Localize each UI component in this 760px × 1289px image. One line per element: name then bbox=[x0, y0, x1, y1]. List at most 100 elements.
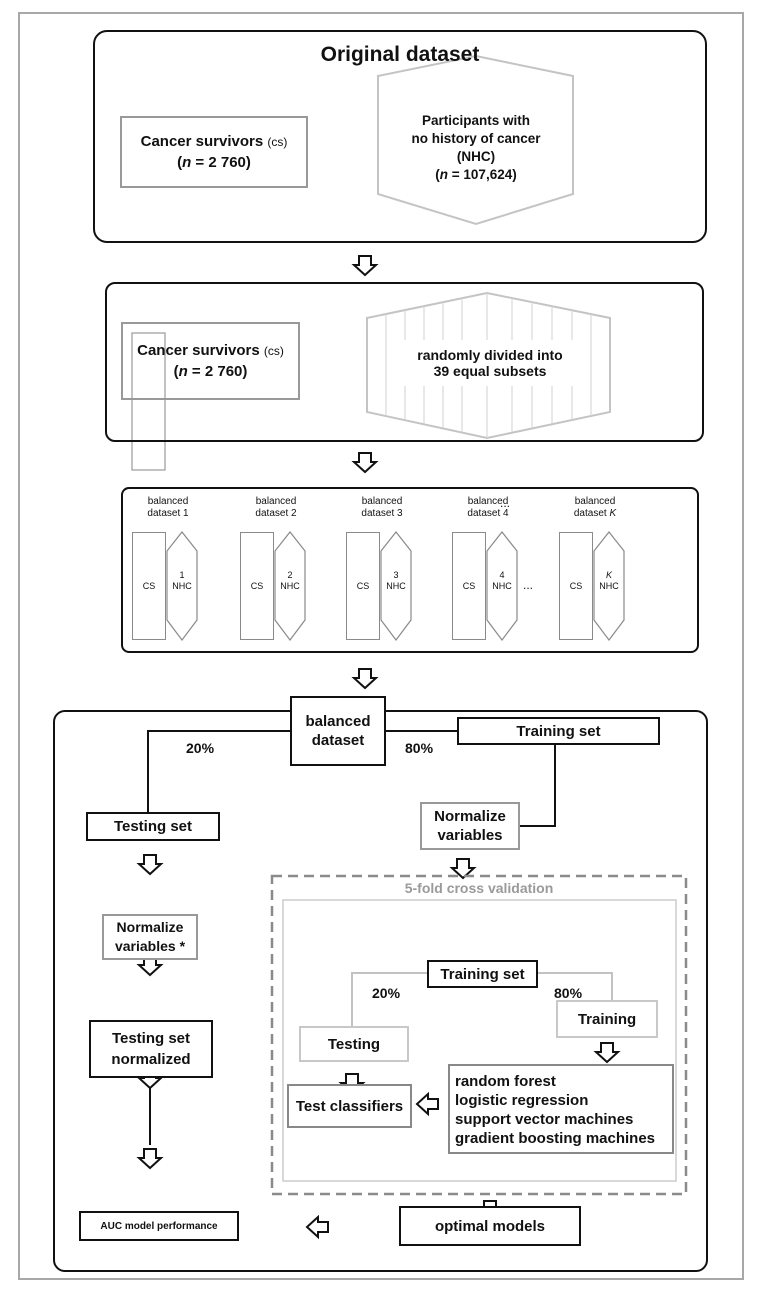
balanced-dataset-line1: balanced bbox=[305, 713, 371, 730]
cs-n-value-2: = 2 760) bbox=[187, 363, 248, 380]
nhc-hexagon-small bbox=[380, 531, 412, 641]
balanced-dataset-box: balanced dataset bbox=[290, 696, 386, 766]
balanced-dataset-line2: dataset bbox=[311, 732, 365, 749]
balanced-datasets-panel bbox=[121, 487, 699, 653]
nhc-hexagon-small bbox=[166, 531, 198, 641]
cs-label-text-2: Cancer survivors bbox=[137, 342, 260, 359]
arrow-down-1 bbox=[353, 255, 377, 276]
nhc-small-index: 3 bbox=[393, 570, 399, 580]
cv-training-set-box: Training set bbox=[427, 960, 538, 988]
nhc-n-prefix: ( bbox=[435, 167, 440, 182]
balanced-dataset-label-line1: balanced bbox=[467, 496, 509, 507]
nhc-small-text: NHC bbox=[280, 581, 300, 591]
nhc-small-text: NHC bbox=[172, 581, 192, 591]
cv-training-box: Training bbox=[556, 1000, 658, 1038]
nhc-hexagon-small bbox=[486, 531, 518, 641]
balanced-dataset-label-line1: balanced bbox=[255, 496, 297, 507]
nhc-small-text: NHC bbox=[599, 581, 619, 591]
testing-normalized-line1: Testing set bbox=[111, 1030, 191, 1047]
cs-rect: CS bbox=[132, 532, 166, 640]
cs-n-var-2: n bbox=[178, 363, 188, 380]
nhc-line2: no history of cancer bbox=[411, 131, 541, 146]
normalize-star-line1: Normalize bbox=[116, 919, 184, 935]
classifiers-box: random forest logistic regression suppor… bbox=[448, 1064, 674, 1154]
split-panel bbox=[105, 282, 704, 442]
balanced-dataset-1-shapes bbox=[131, 332, 166, 471]
cancer-survivors-label-2: Cancer survivors (cs) bbox=[137, 342, 284, 359]
cs-rect: CS bbox=[346, 532, 380, 640]
cancer-survivors-n: (n = 2 760) bbox=[177, 154, 251, 171]
nhc-n-var: n bbox=[439, 167, 449, 182]
arrow-down-3 bbox=[353, 668, 377, 689]
balanced-dataset-label-text: dataset 2 bbox=[255, 508, 297, 519]
cs-n-value: = 2 760) bbox=[191, 154, 251, 171]
cancer-survivors-n-2: (n = 2 760) bbox=[174, 363, 248, 380]
auc-box: AUC model performance bbox=[79, 1211, 239, 1241]
nhc-small-index: 4 bbox=[499, 570, 505, 580]
nhc-hexagon-small bbox=[274, 531, 306, 641]
cv-title: 5-fold cross validation bbox=[404, 880, 554, 896]
balanced-dataset-label-text: dataset bbox=[573, 508, 607, 519]
training-set-box: Training set bbox=[457, 717, 660, 745]
nhc-small-index: 1 bbox=[179, 570, 185, 580]
nhc-hexagon-small bbox=[593, 531, 625, 641]
classifier-svm: support vector machines bbox=[455, 1111, 634, 1128]
nhc-label: Participants with no history of cancer (… bbox=[390, 100, 562, 196]
split-20-label: 20% bbox=[186, 740, 215, 756]
nhc-small-index: 2 bbox=[287, 570, 293, 580]
balanced-dataset-label-line2: dataset 1 bbox=[147, 508, 188, 520]
classifier-logistic-regression: logistic regression bbox=[455, 1092, 589, 1109]
testing-normalized-line2: normalized bbox=[111, 1051, 191, 1068]
cs-n-prefix-2: ( bbox=[173, 363, 179, 380]
cs-rect: CS bbox=[240, 532, 274, 640]
nhc-small-index: K bbox=[605, 570, 612, 580]
ellipsis: ... bbox=[523, 578, 534, 592]
arrow-down-2 bbox=[353, 452, 377, 473]
balanced-dataset-label-text: dataset 1 bbox=[147, 508, 189, 519]
subsets-line1: randomly divided into bbox=[417, 347, 563, 363]
original-dataset-title: Original dataset bbox=[320, 43, 480, 66]
cs-abbr: (cs) bbox=[267, 135, 288, 149]
balanced-dataset-label-line2: dataset 2 bbox=[255, 508, 296, 520]
classifier-gbm: gradient boosting machines bbox=[455, 1130, 656, 1147]
cancer-survivors-box: Cancer survivors (cs) (n = 2 760) bbox=[120, 116, 308, 188]
balanced-dataset-label-line2: dataset 4 bbox=[467, 508, 508, 520]
nhc-small-text: NHC bbox=[492, 581, 512, 591]
balanced-dataset-label-var: K bbox=[609, 508, 617, 519]
balanced-dataset-label-line1: balanced bbox=[361, 496, 403, 507]
figure-frame bbox=[18, 12, 744, 1280]
balanced-dataset-label-line2: dataset K bbox=[574, 508, 616, 520]
normalize-line2: variables bbox=[437, 827, 503, 844]
subsets-label: randomly divided into 39 equal subsets bbox=[395, 340, 585, 386]
balanced-dataset-label-text: dataset 4 bbox=[467, 508, 509, 519]
normalize-variables-box: Normalize variables bbox=[420, 802, 520, 850]
balanced-dataset-label-line1: balanced bbox=[574, 496, 616, 507]
cancer-survivors-label: Cancer survivors (cs) bbox=[141, 133, 288, 150]
split-80-label: 80% bbox=[405, 740, 434, 756]
cancer-survivors-box-2: Cancer survivors (cs) (n = 2 760) bbox=[121, 322, 300, 400]
ellipsis: ... bbox=[500, 496, 511, 510]
cs-n-var: n bbox=[182, 154, 192, 171]
nhc-n: (n = 107,624) bbox=[435, 166, 516, 184]
nhc-n-value: = 107,624) bbox=[448, 167, 517, 182]
cv-split-80-label: 80% bbox=[554, 985, 583, 1001]
classifier-random-forest: random forest bbox=[455, 1073, 556, 1090]
balanced-dataset-label-line2: dataset 3 bbox=[361, 508, 402, 520]
normalize-star-line2: variables * bbox=[114, 938, 186, 954]
test-classifiers-box: Test classifiers bbox=[287, 1084, 412, 1128]
balanced-dataset-label-line1: balanced bbox=[147, 496, 189, 507]
cs-n-prefix: ( bbox=[177, 154, 183, 171]
original-dataset-panel bbox=[93, 30, 707, 243]
optimal-models-box: optimal models bbox=[399, 1206, 581, 1246]
nhc-line3: (NHC) bbox=[456, 149, 496, 164]
cs-rect: CS bbox=[559, 532, 593, 640]
nhc-small-text: NHC bbox=[386, 581, 406, 591]
